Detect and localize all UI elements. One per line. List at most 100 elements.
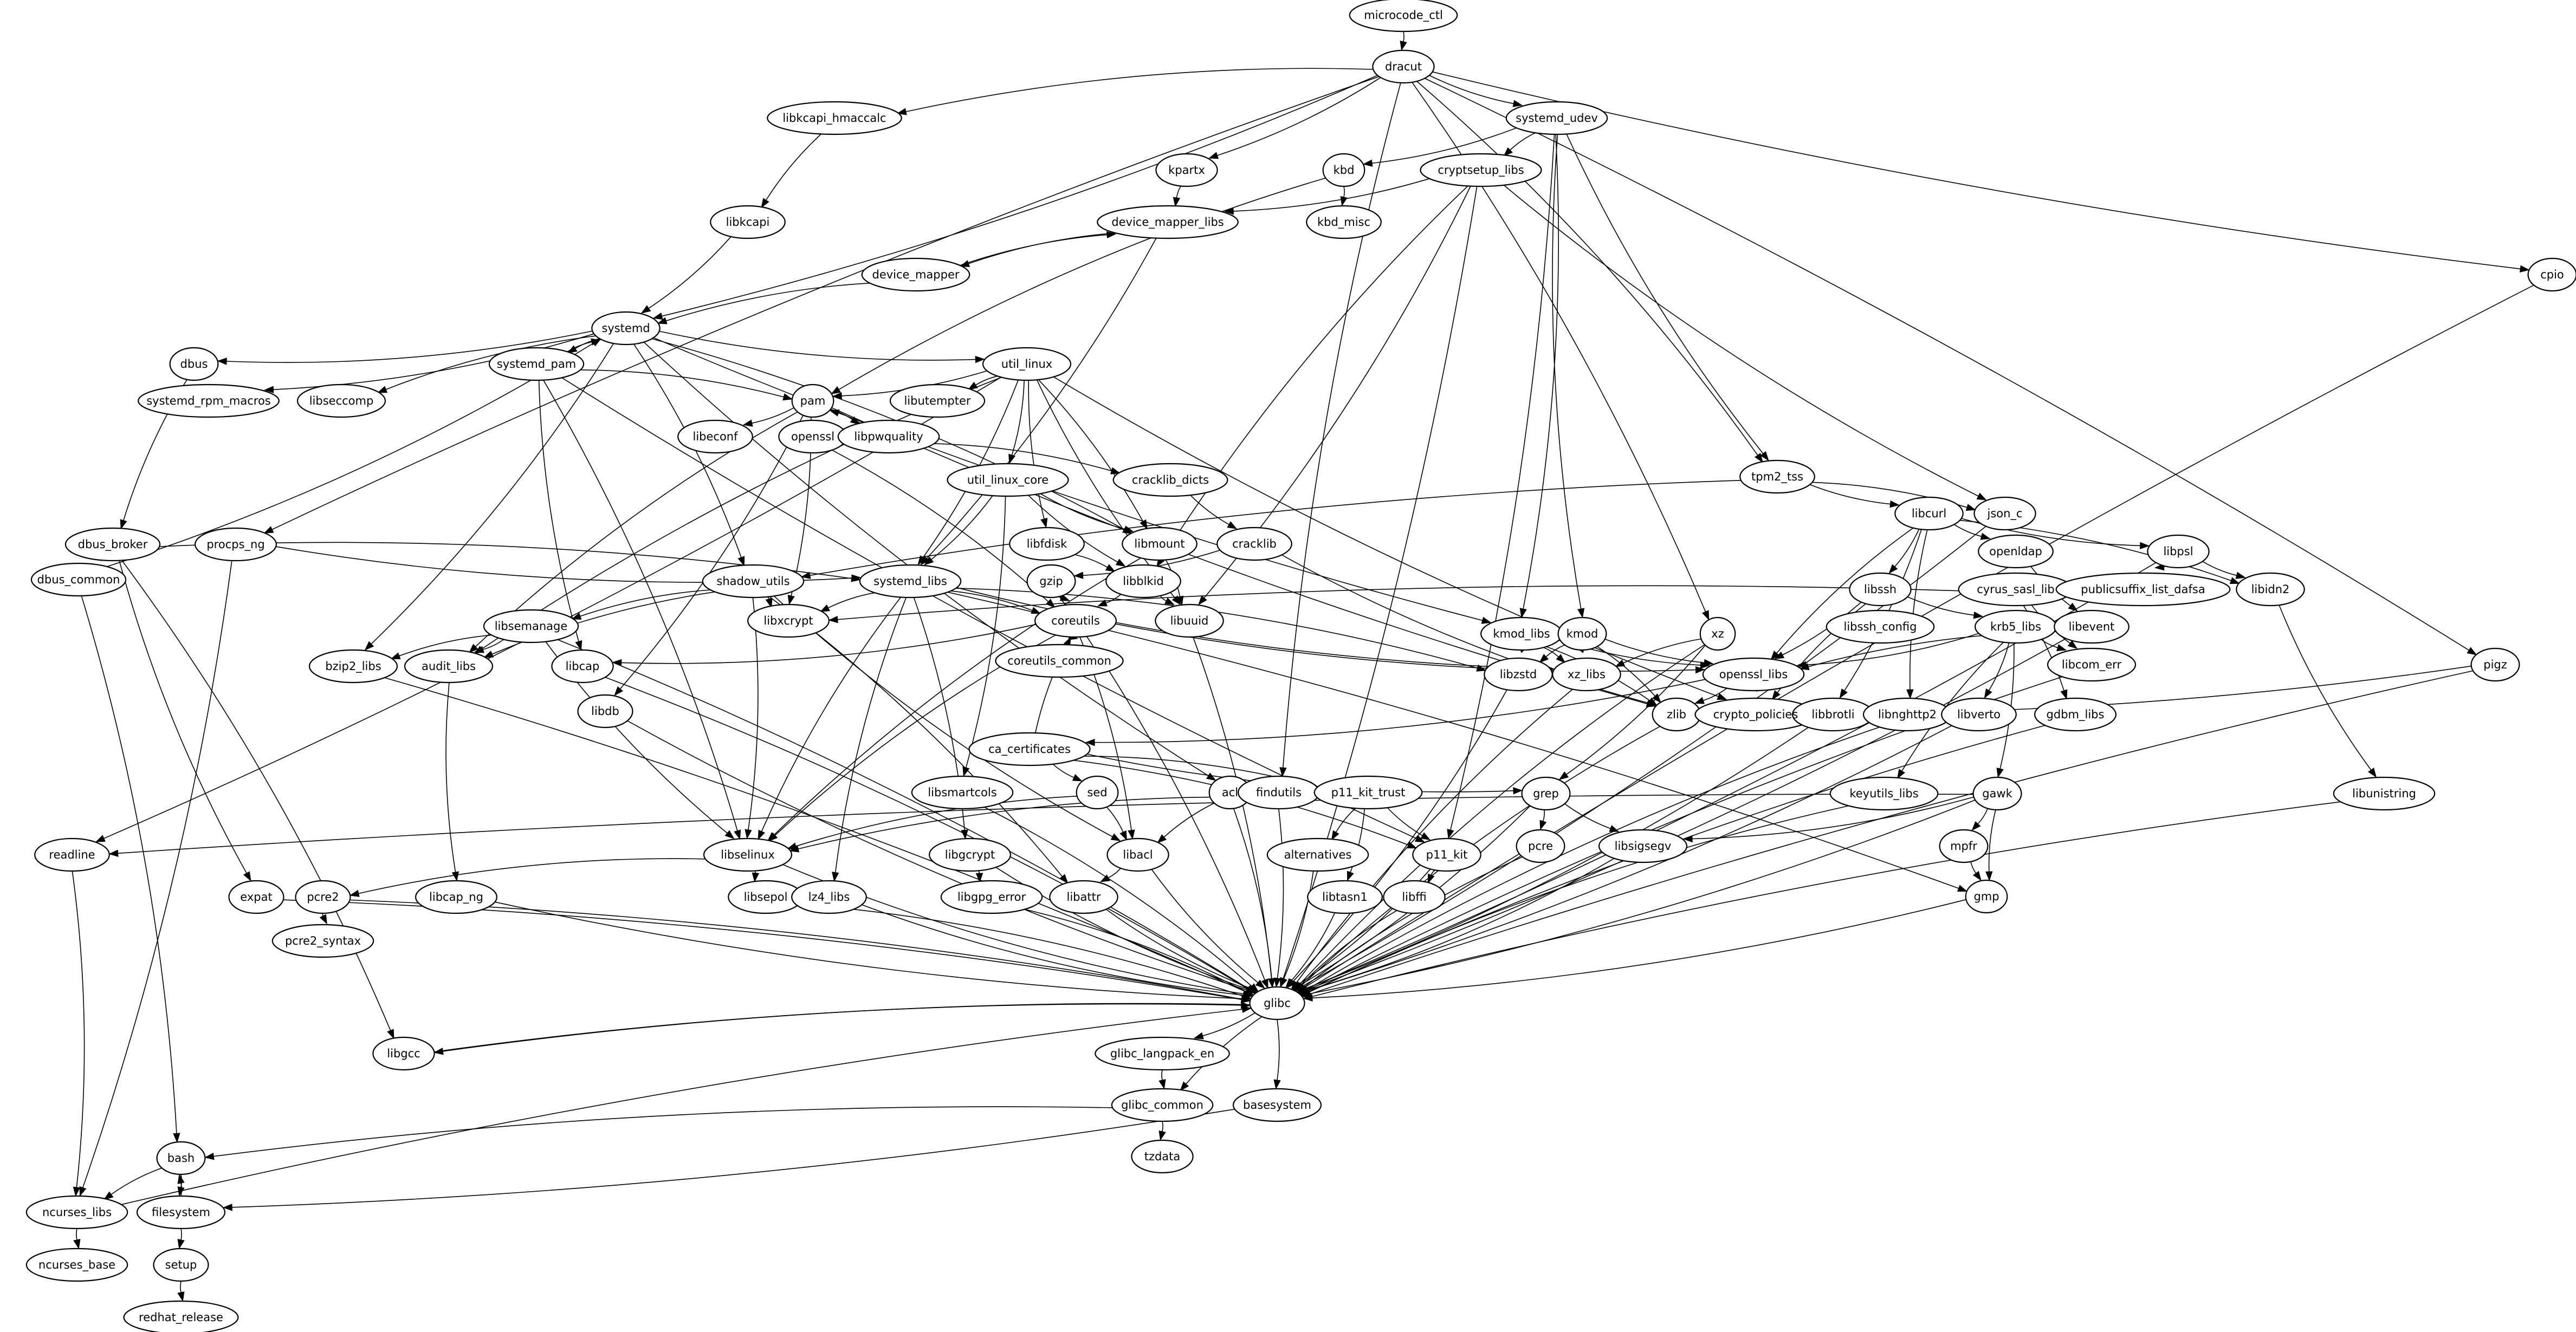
node-libfdisk[interactable] [1009, 527, 1085, 561]
node-microcode_ctl[interactable] [1349, 0, 1458, 33]
node-audit_libs[interactable] [404, 649, 494, 684]
node-libcurl[interactable] [1894, 496, 1964, 531]
node-libcom_err[interactable] [2047, 647, 2137, 682]
node-pam[interactable] [791, 384, 834, 418]
node-libssh[interactable] [1849, 572, 1912, 607]
node-libffi[interactable] [1383, 880, 1446, 914]
node-gzip[interactable] [1026, 564, 1076, 599]
node-libtasn1[interactable] [1307, 880, 1383, 914]
node-libsigsegv[interactable] [1598, 829, 1688, 863]
node-kbd[interactable] [1322, 153, 1365, 187]
node-ncurses_base[interactable] [25, 1247, 128, 1282]
node-mpfr[interactable] [1939, 829, 1989, 863]
node-ncurses_libs[interactable] [25, 1195, 128, 1230]
node-libsmartcols[interactable] [911, 775, 1014, 810]
node-libkcapi[interactable] [710, 205, 786, 239]
node-grep[interactable] [1521, 776, 1571, 811]
node-libcap[interactable] [551, 649, 614, 684]
node-sed[interactable] [1076, 775, 1119, 810]
node-libacl[interactable] [1106, 837, 1169, 872]
node-kbd_misc[interactable] [1306, 205, 1382, 239]
node-device_mapper[interactable] [861, 257, 970, 292]
node-libkcapi_hmaccalc[interactable] [767, 101, 902, 135]
node-libevent[interactable] [2054, 609, 2130, 644]
node-libverto[interactable] [1941, 697, 2017, 732]
node-gdbm_libs[interactable] [2034, 697, 2117, 732]
node-gmp[interactable] [1965, 879, 2008, 914]
node-gawk[interactable] [1972, 776, 2022, 811]
node-systemd[interactable] [591, 311, 661, 346]
node-lz4_libs[interactable] [791, 880, 867, 914]
node-systemd_libs[interactable] [859, 564, 962, 599]
node-libselinux[interactable] [703, 837, 793, 872]
node-readline[interactable] [34, 837, 110, 872]
node-ca_certificates[interactable] [968, 732, 1091, 766]
node-setup[interactable] [153, 1247, 209, 1282]
node-openldap[interactable] [1978, 534, 2054, 569]
node-libgcrypt[interactable] [928, 837, 1011, 872]
node-glibc_common[interactable] [1111, 1088, 1214, 1122]
node-tzdata[interactable] [1131, 1139, 1194, 1174]
node-keyutils_libs[interactable] [1829, 776, 1939, 811]
node-libgpg_error[interactable] [940, 880, 1043, 914]
node-pcre2[interactable] [295, 880, 351, 914]
node-libxcrypt[interactable] [747, 603, 830, 638]
node-systemd_rpm_macros[interactable] [138, 384, 280, 418]
node-libpsl[interactable] [2147, 534, 2210, 569]
node-dbus[interactable] [169, 347, 219, 381]
node-systemd_pam[interactable] [488, 347, 585, 381]
node-publicsuffix_list_dafsa[interactable] [2055, 572, 2231, 607]
node-libsemanage[interactable] [483, 609, 579, 644]
node-filesystem[interactable] [136, 1195, 226, 1230]
node-libpwquality[interactable] [837, 419, 940, 454]
node-glibc[interactable] [1249, 986, 1305, 1021]
node-tpm2_tss[interactable] [1739, 459, 1815, 494]
node-cpio[interactable] [2527, 257, 2576, 292]
node-dracut[interactable] [1372, 49, 1435, 84]
node-xz_libs[interactable] [1552, 657, 1621, 692]
node-coreutils[interactable] [1034, 603, 1117, 638]
node-libuuid[interactable] [1155, 603, 1224, 638]
node-libseccomp[interactable] [296, 384, 386, 418]
node-kmod[interactable] [1557, 616, 1607, 651]
node-basesystem[interactable] [1232, 1088, 1322, 1122]
node-expat[interactable] [228, 880, 284, 914]
node-p11_kit[interactable] [1412, 837, 1481, 872]
node-alternatives[interactable] [1266, 837, 1369, 872]
node-systemd_udev[interactable] [1505, 101, 1608, 135]
node-glibc_langpack_en[interactable] [1095, 1036, 1230, 1071]
node-libidn2[interactable] [2236, 572, 2305, 607]
node-pigz[interactable] [2470, 647, 2520, 682]
node-shadow_utils[interactable] [702, 564, 805, 599]
node-redhat_release[interactable] [123, 1300, 239, 1332]
node-libblkid[interactable] [1105, 564, 1181, 599]
node-xz[interactable] [1699, 616, 1736, 651]
node-libssh_config[interactable] [1826, 609, 1935, 644]
node-libmount[interactable] [1122, 527, 1198, 561]
node-libutempter[interactable] [889, 384, 986, 418]
node-bash[interactable] [156, 1141, 206, 1175]
node-cracklib[interactable] [1216, 527, 1292, 561]
node-device_mapper_libs[interactable] [1097, 205, 1239, 239]
node-bzip2_libs[interactable] [308, 649, 398, 684]
node-p11_kit_trust[interactable] [1313, 775, 1423, 810]
node-libdb[interactable] [577, 694, 633, 729]
node-kpartx[interactable] [1155, 153, 1218, 187]
node-cryptsetup_libs[interactable] [1420, 153, 1542, 187]
node-pcre[interactable] [1516, 829, 1565, 863]
node-libattr[interactable] [1049, 880, 1118, 914]
node-pcre2_syntax[interactable] [271, 924, 374, 958]
node-dbus_broker[interactable] [64, 527, 161, 562]
node-dbus_common[interactable] [30, 562, 127, 597]
node-coreutils_common[interactable] [995, 644, 1124, 678]
node-libcap_ng[interactable] [415, 880, 497, 914]
node-openssl_libs[interactable] [1702, 657, 1805, 692]
node-util_linux_core[interactable] [947, 463, 1069, 497]
node-procps_ng[interactable] [195, 527, 277, 562]
node-libgcc[interactable] [372, 1036, 435, 1071]
node-util_linux[interactable] [982, 347, 1072, 381]
node-libeconf[interactable] [677, 419, 753, 454]
node-json_c[interactable] [1973, 496, 2036, 531]
node-cracklib_dicts[interactable] [1112, 463, 1228, 497]
node-libunistring[interactable] [2333, 776, 2436, 811]
